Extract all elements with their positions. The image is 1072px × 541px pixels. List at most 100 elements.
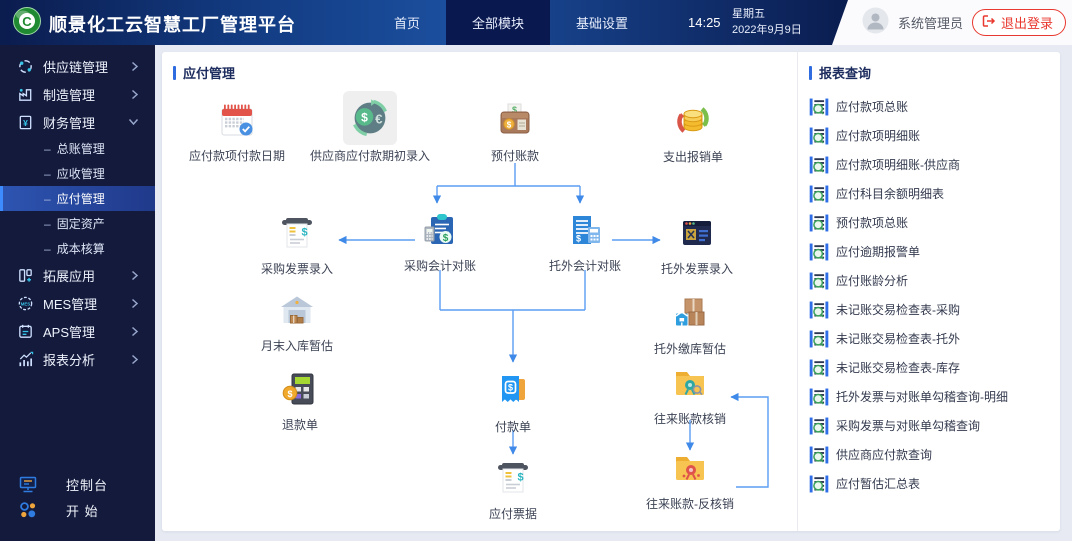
report-item-8[interactable]: 未记账交易检查表-托外 (808, 324, 1060, 353)
report-item-5[interactable]: 应付逾期报警单 (808, 237, 1060, 266)
sidebar-subitem-总账管理[interactable]: –总账管理 (0, 136, 155, 161)
flow-node-opening-entry[interactable]: $ €供应商应付款期初录入 (295, 91, 445, 164)
report-item-label: 应付款项明细账 (836, 129, 921, 143)
doc-calc-icon: $ (565, 210, 605, 250)
flow-node-out-invoice[interactable]: 托外发票录入 (622, 213, 772, 277)
svg-text:MES: MES (21, 301, 30, 306)
logout-button[interactable]: 退出登录 (972, 9, 1067, 36)
payment-receipt-icon: $ (493, 371, 533, 411)
report-item-4[interactable]: 预付款项总账 (808, 208, 1060, 237)
flow-node-out-recon[interactable]: $ 托外会计对账 (510, 210, 660, 274)
report-item-label: 采购发票与对账单勾稽查询 (836, 419, 981, 433)
svg-text:$: $ (443, 233, 449, 244)
flow-node-label: 往来账款-反核销 (646, 497, 734, 511)
printer-receipt-icon: $ (277, 213, 317, 253)
sidebar-bottom-0[interactable]: 控制台 (0, 471, 155, 497)
flow-node-writeoff[interactable]: 往来账款核销 (615, 363, 765, 427)
sidebar-bottom-1[interactable]: 开 始 (0, 497, 155, 523)
title-accent-bar (173, 65, 176, 80)
sidebar-bottom-label: 控制台 (66, 477, 109, 493)
chevron-right-icon (131, 326, 139, 337)
flow-node-pay-date[interactable]: 应付款项付款日期 (162, 100, 312, 164)
nav-tab-1[interactable]: 全部模块 (446, 0, 551, 45)
flow-node-payable-note[interactable]: $应付票据 (438, 458, 588, 522)
wallet-icon: $ $ (495, 100, 535, 140)
report-item-6[interactable]: 应付账龄分析 (808, 266, 1060, 295)
flow-node-label: 供应商应付款期初录入 (309, 149, 430, 163)
extend-icon (17, 267, 34, 284)
flow-node-out-store-est[interactable]: 托外缴库暂估 (615, 293, 765, 357)
report-item-13[interactable]: 应付暂估汇总表 (808, 469, 1060, 498)
app-title: 顺景化工云智慧工厂管理平台 (49, 14, 296, 35)
flow-node-prepaid[interactable]: $ $预付账款 (440, 100, 590, 164)
flow-node-label: 月末入库暂估 (260, 339, 333, 353)
list-search-icon (808, 386, 830, 408)
browser-invoice-icon (677, 213, 717, 253)
logo-icon: C (12, 6, 42, 41)
chart-icon (17, 351, 34, 368)
sidebar-item-label: 拓展应用 (43, 268, 96, 284)
sidebar-subitem-应收管理[interactable]: –应收管理 (0, 161, 155, 186)
report-item-0[interactable]: 应付款项总账 (808, 92, 1060, 121)
finance-icon: ¥ (17, 114, 34, 131)
flow-node-writeoff-rev[interactable]: 往来账款-反核销 (615, 448, 765, 512)
chevron-right-icon (131, 89, 139, 100)
sidebar-item-2[interactable]: ¥财务管理 (0, 108, 155, 136)
reports-panel-title-text: 报表查询 (819, 66, 872, 81)
subitem-label: 总账管理 (56, 142, 105, 156)
nav-tab-0[interactable]: 首页 (394, 16, 421, 31)
flow-node-label: 付款单 (494, 420, 531, 434)
nav-tab-2[interactable]: 基础设置 (576, 16, 629, 31)
avatar-icon (862, 7, 889, 39)
list-search-icon (808, 125, 830, 147)
report-item-label: 应付款项总账 (836, 100, 909, 114)
sidebar-item-3[interactable]: 拓展应用 (0, 261, 155, 289)
sidebar-item-5[interactable]: APS管理 (0, 317, 155, 345)
sidebar-subitem-成本核算[interactable]: –成本核算 (0, 236, 155, 261)
flow-node-monthend-est[interactable]: 月末入库暂估 (222, 290, 372, 354)
subitem-bullet: – (44, 141, 51, 156)
report-item-1[interactable]: 应付款项明细账 (808, 121, 1060, 150)
list-search-icon (808, 154, 830, 176)
sidebar-item-label: 报表分析 (43, 352, 96, 368)
date-box: 星期五 2022年9月9日 (732, 6, 802, 38)
start-icon (18, 500, 38, 520)
flow-node-expense[interactable]: 支出报销单 (618, 100, 768, 165)
report-item-10[interactable]: 托外发票与对账单勾稽查询-明细 (808, 382, 1060, 411)
svg-text:€: € (375, 112, 383, 127)
sidebar-item-1[interactable]: 制造管理 (0, 80, 155, 108)
subitem-bullet: – (44, 216, 51, 231)
report-item-12[interactable]: 供应商应付款查询 (808, 440, 1060, 469)
report-item-label: 应付账龄分析 (836, 274, 909, 288)
logo: C 顺景化工云智慧工厂管理平台 (12, 6, 296, 41)
flow-node-po-invoice[interactable]: $采购发票录入 (222, 213, 372, 277)
sidebar-subitem-应付管理[interactable]: –应付管理 (0, 186, 155, 211)
warehouse-icon (277, 290, 317, 330)
flow-node-refund[interactable]: $退款单 (225, 369, 375, 433)
report-item-9[interactable]: 未记账交易检查表-库存 (808, 353, 1060, 382)
report-item-label: 应付暂估汇总表 (836, 477, 921, 491)
report-item-label: 未记账交易检查表-库存 (836, 361, 960, 375)
flow-node-label: 托外发票录入 (660, 262, 733, 276)
header-user-area: 系统管理员 退出登录 (832, 0, 1072, 45)
sidebar-item-0[interactable]: 供应链管理 (0, 52, 155, 80)
flow-panel-title-text: 应付管理 (183, 66, 236, 81)
report-item-11[interactable]: 采购发票与对账单勾稽查询 (808, 411, 1060, 440)
report-item-label: 应付款项明细账-供应商 (836, 158, 960, 172)
flow-node-label: 退款单 (281, 418, 318, 432)
report-item-3[interactable]: 应付科目余额明细表 (808, 179, 1060, 208)
flow-node-po-recon[interactable]: $ 采购会计对账 (365, 210, 515, 274)
flow-node-payment[interactable]: $ 付款单 (438, 371, 588, 435)
sidebar-item-6[interactable]: 报表分析 (0, 345, 155, 373)
sidebar-subitem-固定资产[interactable]: –固定资产 (0, 211, 155, 236)
clock: 14:25 (688, 15, 721, 30)
mes-icon: MES (17, 295, 34, 312)
report-item-7[interactable]: 未记账交易检查表-采购 (808, 295, 1060, 324)
list-search-icon (808, 241, 830, 263)
report-item-2[interactable]: 应付款项明细账-供应商 (808, 150, 1060, 179)
title-accent-bar (809, 65, 812, 80)
sidebar-bottom: 控制台 开 始 (0, 471, 155, 523)
svg-text:¥: ¥ (23, 117, 28, 127)
